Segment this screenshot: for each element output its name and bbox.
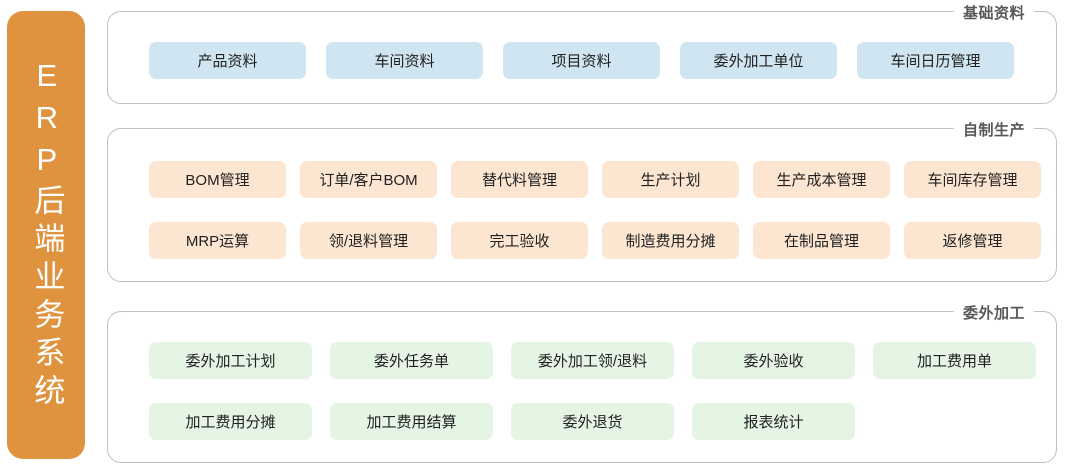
system-banner: ERP后端业务系统 (7, 11, 85, 459)
module-item-order-customer-bom[interactable]: 订单/客户BOM (300, 161, 437, 198)
module-item-workshop-data[interactable]: 车间资料 (326, 42, 483, 79)
module-item-bom-management[interactable]: BOM管理 (149, 161, 286, 198)
module-row: 加工费用分摊 加工费用结算 委外退货 报表统计 (149, 403, 873, 440)
system-title: ERP后端业务系统 (29, 58, 65, 412)
module-item-report-statistics[interactable]: 报表统计 (692, 403, 855, 440)
module-item-completion-acceptance[interactable]: 完工验收 (451, 222, 588, 259)
module-row: 产品资料 车间资料 项目资料 委外加工单位 车间日历管理 (149, 42, 1034, 79)
module-item-processing-fee-allocation[interactable]: 加工费用分摊 (149, 403, 312, 440)
module-rows: 产品资料 车间资料 项目资料 委外加工单位 车间日历管理 (108, 12, 1056, 103)
group-legend-in-house-production: 自制生产 (953, 118, 1034, 140)
module-rows: 委外加工计划 委外任务单 委外加工领/退料 委外验收 加工费用单 加工费用分摊 … (108, 312, 1056, 462)
module-item-outsourcing-return[interactable]: 委外退货 (511, 403, 674, 440)
module-item-product-data[interactable]: 产品资料 (149, 42, 306, 79)
group-legend-outsourced-processing: 委外加工 (953, 301, 1034, 323)
module-group-basic-data: 基础资料 产品资料 车间资料 项目资料 委外加工单位 车间日历管理 (107, 1, 1057, 104)
module-item-wip-management[interactable]: 在制品管理 (753, 222, 890, 259)
group-legend-basic-data: 基础资料 (953, 1, 1034, 23)
module-item-outsourcing-acceptance[interactable]: 委外验收 (692, 342, 855, 379)
module-item-production-cost[interactable]: 生产成本管理 (753, 161, 890, 198)
module-item-mrp-calculation[interactable]: MRP运算 (149, 222, 286, 259)
module-item-rework-management[interactable]: 返修管理 (904, 222, 1041, 259)
module-row: 委外加工计划 委外任务单 委外加工领/退料 委外验收 加工费用单 (149, 342, 1054, 379)
module-item-manufacturing-expense-allocation[interactable]: 制造费用分摊 (602, 222, 739, 259)
module-item-outsourcing-task-order[interactable]: 委外任务单 (330, 342, 493, 379)
module-rows: BOM管理 订单/客户BOM 替代料管理 生产计划 生产成本管理 车间库存管理 … (108, 129, 1056, 281)
module-group-in-house-production: 自制生产 BOM管理 订单/客户BOM 替代料管理 生产计划 生产成本管理 车间… (107, 118, 1057, 282)
module-item-project-data[interactable]: 项目资料 (503, 42, 660, 79)
module-item-workshop-calendar[interactable]: 车间日历管理 (857, 42, 1014, 79)
module-item-outsourcing-plan[interactable]: 委外加工计划 (149, 342, 312, 379)
module-row: MRP运算 领/退料管理 完工验收 制造费用分摊 在制品管理 返修管理 (149, 222, 1055, 259)
module-item-production-plan[interactable]: 生产计划 (602, 161, 739, 198)
module-item-substitute-material[interactable]: 替代料管理 (451, 161, 588, 198)
module-item-processing-fee-order[interactable]: 加工费用单 (873, 342, 1036, 379)
module-item-outsourcing-vendor[interactable]: 委外加工单位 (680, 42, 837, 79)
module-item-outsourcing-material-issue-return[interactable]: 委外加工领/退料 (511, 342, 674, 379)
module-row: BOM管理 订单/客户BOM 替代料管理 生产计划 生产成本管理 车间库存管理 (149, 161, 1055, 198)
module-item-processing-fee-settlement[interactable]: 加工费用结算 (330, 403, 493, 440)
module-group-outsourced-processing: 委外加工 委外加工计划 委外任务单 委外加工领/退料 委外验收 加工费用单 加工… (107, 301, 1057, 463)
module-item-material-issue-return[interactable]: 领/退料管理 (300, 222, 437, 259)
module-item-workshop-inventory[interactable]: 车间库存管理 (904, 161, 1041, 198)
